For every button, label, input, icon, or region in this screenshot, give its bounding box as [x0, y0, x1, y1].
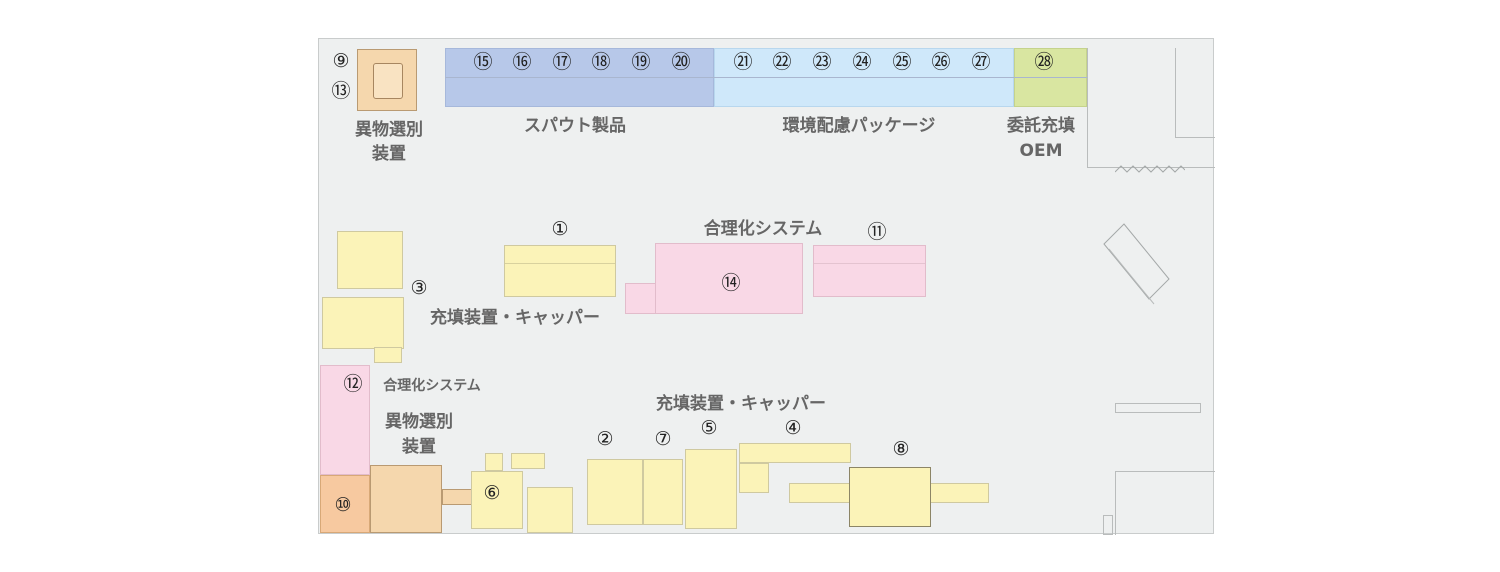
rational-system-11-line — [814, 263, 925, 264]
foreign-sorter-bottom-label-1: 異物選別 — [385, 412, 453, 432]
rational-left-label: 合理化システム — [383, 378, 481, 394]
zigzag-line — [1114, 159, 1186, 173]
marker-21: ㉑ — [733, 51, 753, 73]
marker-11: ⑪ — [867, 221, 887, 243]
marker-3: ③ — [410, 277, 428, 299]
filler-left-label: 充填装置・キャッパー — [430, 308, 600, 328]
factory-floor-plan: ⑨ ⑬ ⑮ ⑯ ⑰ ⑱ ⑲ ⑳ ㉑ ㉒ ㉓ ㉔ ㉕ ㉖ ㉗ ㉘ 異物選別 装置 … — [318, 38, 1215, 535]
rational-system-11 — [813, 245, 926, 297]
eco-package-label: 環境配慮パッケージ — [782, 116, 936, 136]
top-zone-divider — [445, 77, 1087, 78]
equipment-8 — [849, 467, 931, 527]
marker-26: ㉖ — [931, 51, 951, 73]
filler-3-base — [374, 347, 402, 363]
marker-20: ⑳ — [671, 51, 691, 73]
filler-3-upper — [337, 231, 403, 289]
marker-12: ⑫ — [343, 373, 363, 395]
rational-center-label: 合理化システム — [703, 219, 823, 239]
marker-22: ㉒ — [772, 51, 792, 73]
marker-13: ⑬ — [331, 80, 351, 102]
marker-6: ⑥ — [483, 482, 501, 504]
marker-7: ⑦ — [654, 428, 672, 450]
equipment-1 — [504, 245, 616, 297]
right-shelf — [1115, 403, 1201, 413]
marker-2: ② — [596, 428, 614, 450]
right-post — [1103, 515, 1113, 535]
filler-3-lower — [322, 297, 404, 349]
right-lower-wall — [1115, 471, 1215, 535]
foreign-sorter-arm — [442, 489, 472, 505]
marker-27: ㉗ — [971, 51, 991, 73]
marker-16: ⑯ — [512, 51, 532, 73]
equipment-6-top — [485, 453, 503, 471]
equipment-4 — [739, 443, 851, 463]
marker-10: ⑩ — [334, 494, 352, 516]
marker-23: ㉓ — [812, 51, 832, 73]
rational-system-14 — [655, 243, 803, 314]
rational-system-12 — [320, 365, 370, 475]
marker-17: ⑰ — [552, 51, 572, 73]
equipment-1-line — [505, 263, 615, 264]
marker-14: ⑭ — [721, 272, 741, 294]
rotated-cabinet — [1099, 219, 1170, 309]
oem-label-1: 委託充填 — [1007, 116, 1075, 136]
oem-label-2: OEM — [1019, 141, 1063, 161]
foreign-sorter-bottom-label-2: 装置 — [402, 437, 436, 457]
equipment-6-cabinet — [527, 487, 573, 533]
foreign-sorter-10 — [320, 475, 370, 533]
rational-system-14-ext — [625, 283, 656, 314]
equipment-6-side — [511, 453, 545, 469]
marker-4: ④ — [784, 417, 802, 439]
marker-18: ⑱ — [591, 51, 611, 73]
marker-28: ㉘ — [1034, 51, 1054, 73]
marker-8: ⑧ — [892, 438, 910, 460]
equipment-7 — [643, 459, 683, 525]
equipment-4-base — [739, 463, 769, 493]
marker-25: ㉕ — [892, 51, 912, 73]
marker-15: ⑮ — [473, 51, 493, 73]
equipment-2 — [587, 459, 643, 525]
right-room-inner — [1175, 48, 1215, 138]
spout-label: スパウト製品 — [524, 116, 626, 136]
equipment-6 — [471, 471, 523, 529]
foreign-sorter-machine — [370, 465, 442, 533]
marker-9: ⑨ — [332, 50, 350, 72]
marker-24: ㉔ — [852, 51, 872, 73]
equipment-5 — [685, 449, 737, 529]
marker-1: ① — [551, 218, 569, 240]
right-room-wall — [1087, 48, 1215, 168]
foreign-sorter-top-label-2: 装置 — [372, 144, 406, 164]
marker-19: ⑲ — [631, 51, 651, 73]
foreign-sorter-top-label-1: 異物選別 — [355, 120, 423, 140]
filler-bottom-label: 充填装置・キャッパー — [656, 394, 826, 414]
foreign-sorter-top-core — [373, 63, 403, 99]
marker-5: ⑤ — [700, 417, 718, 439]
